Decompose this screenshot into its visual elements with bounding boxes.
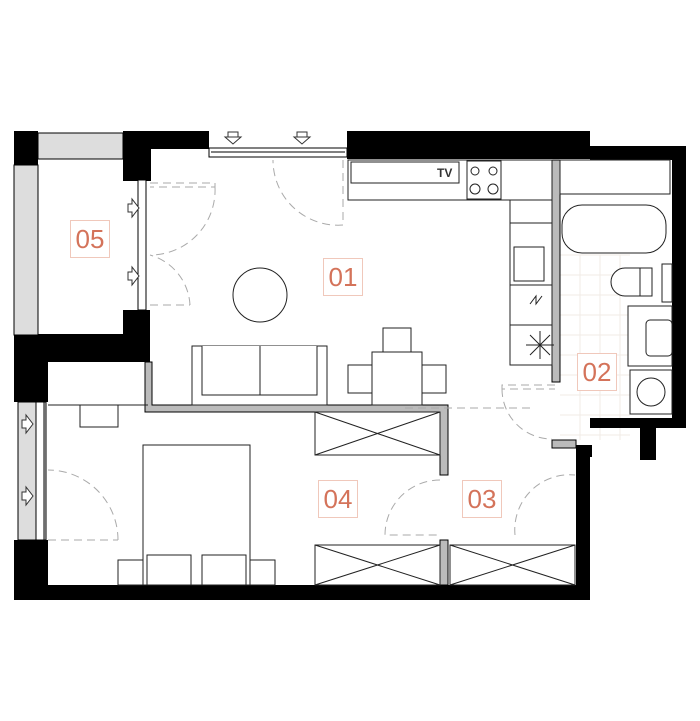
window-arrows [21,131,312,507]
tv-label: TV [437,166,453,180]
exterior-walls [14,131,686,600]
furniture [48,159,673,586]
dining-table [371,351,423,406]
room-label-01: 01 [323,258,363,296]
desk [79,404,119,428]
room-label-05: 05 [70,220,110,258]
interior-walls [144,159,577,586]
door-swings [47,159,576,541]
round-table [232,267,288,323]
room-label-04: 04 [318,480,358,518]
room-label-03: 03 [462,480,502,518]
bathtub [561,204,667,254]
room-label-02: 02 [577,353,617,391]
toilet [610,267,641,297]
